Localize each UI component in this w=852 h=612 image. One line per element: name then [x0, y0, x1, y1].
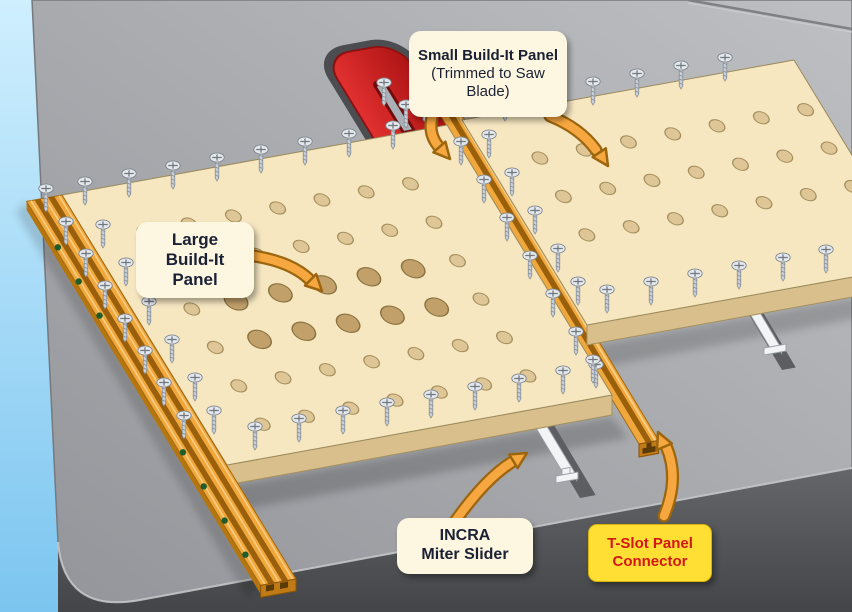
- label-small-build-it-panel-text: Small Build-It Panel (Trimmed to Saw Bla…: [415, 47, 560, 100]
- incra-miter-slider-front: [535, 424, 579, 484]
- arrow-miter-slider: [449, 451, 529, 527]
- arrow-small-panel-to-panel: [543, 109, 610, 168]
- label-large-build-it-panel: Large Build-It Panel: [136, 222, 254, 298]
- label-small-build-it-panel: Small Build-It Panel (Trimmed to Saw Bla…: [409, 31, 567, 117]
- large-panel-holes: [136, 177, 537, 431]
- arrow-t-slot-connector: [655, 430, 680, 523]
- small-panel-label-subtitle: (Trimmed to Saw Blade): [431, 65, 545, 100]
- small-panel-holes: [531, 103, 852, 242]
- arrow-large-panel: [247, 249, 324, 293]
- left-t-track: [16, 194, 297, 598]
- table-front-edge-highlight: [57, 467, 852, 604]
- label-t-slot-panel-connector: T-Slot Panel Connector: [588, 524, 712, 582]
- panel-shadows: [227, 298, 852, 510]
- track-mount-dots: [54, 244, 249, 558]
- small-panel-label-title: Small Build-It Panel: [417, 47, 558, 65]
- label-incra-miter-slider: INCRA Miter Slider: [397, 518, 533, 574]
- table-seam: [687, 0, 852, 33]
- miter-slot-front: [530, 411, 596, 498]
